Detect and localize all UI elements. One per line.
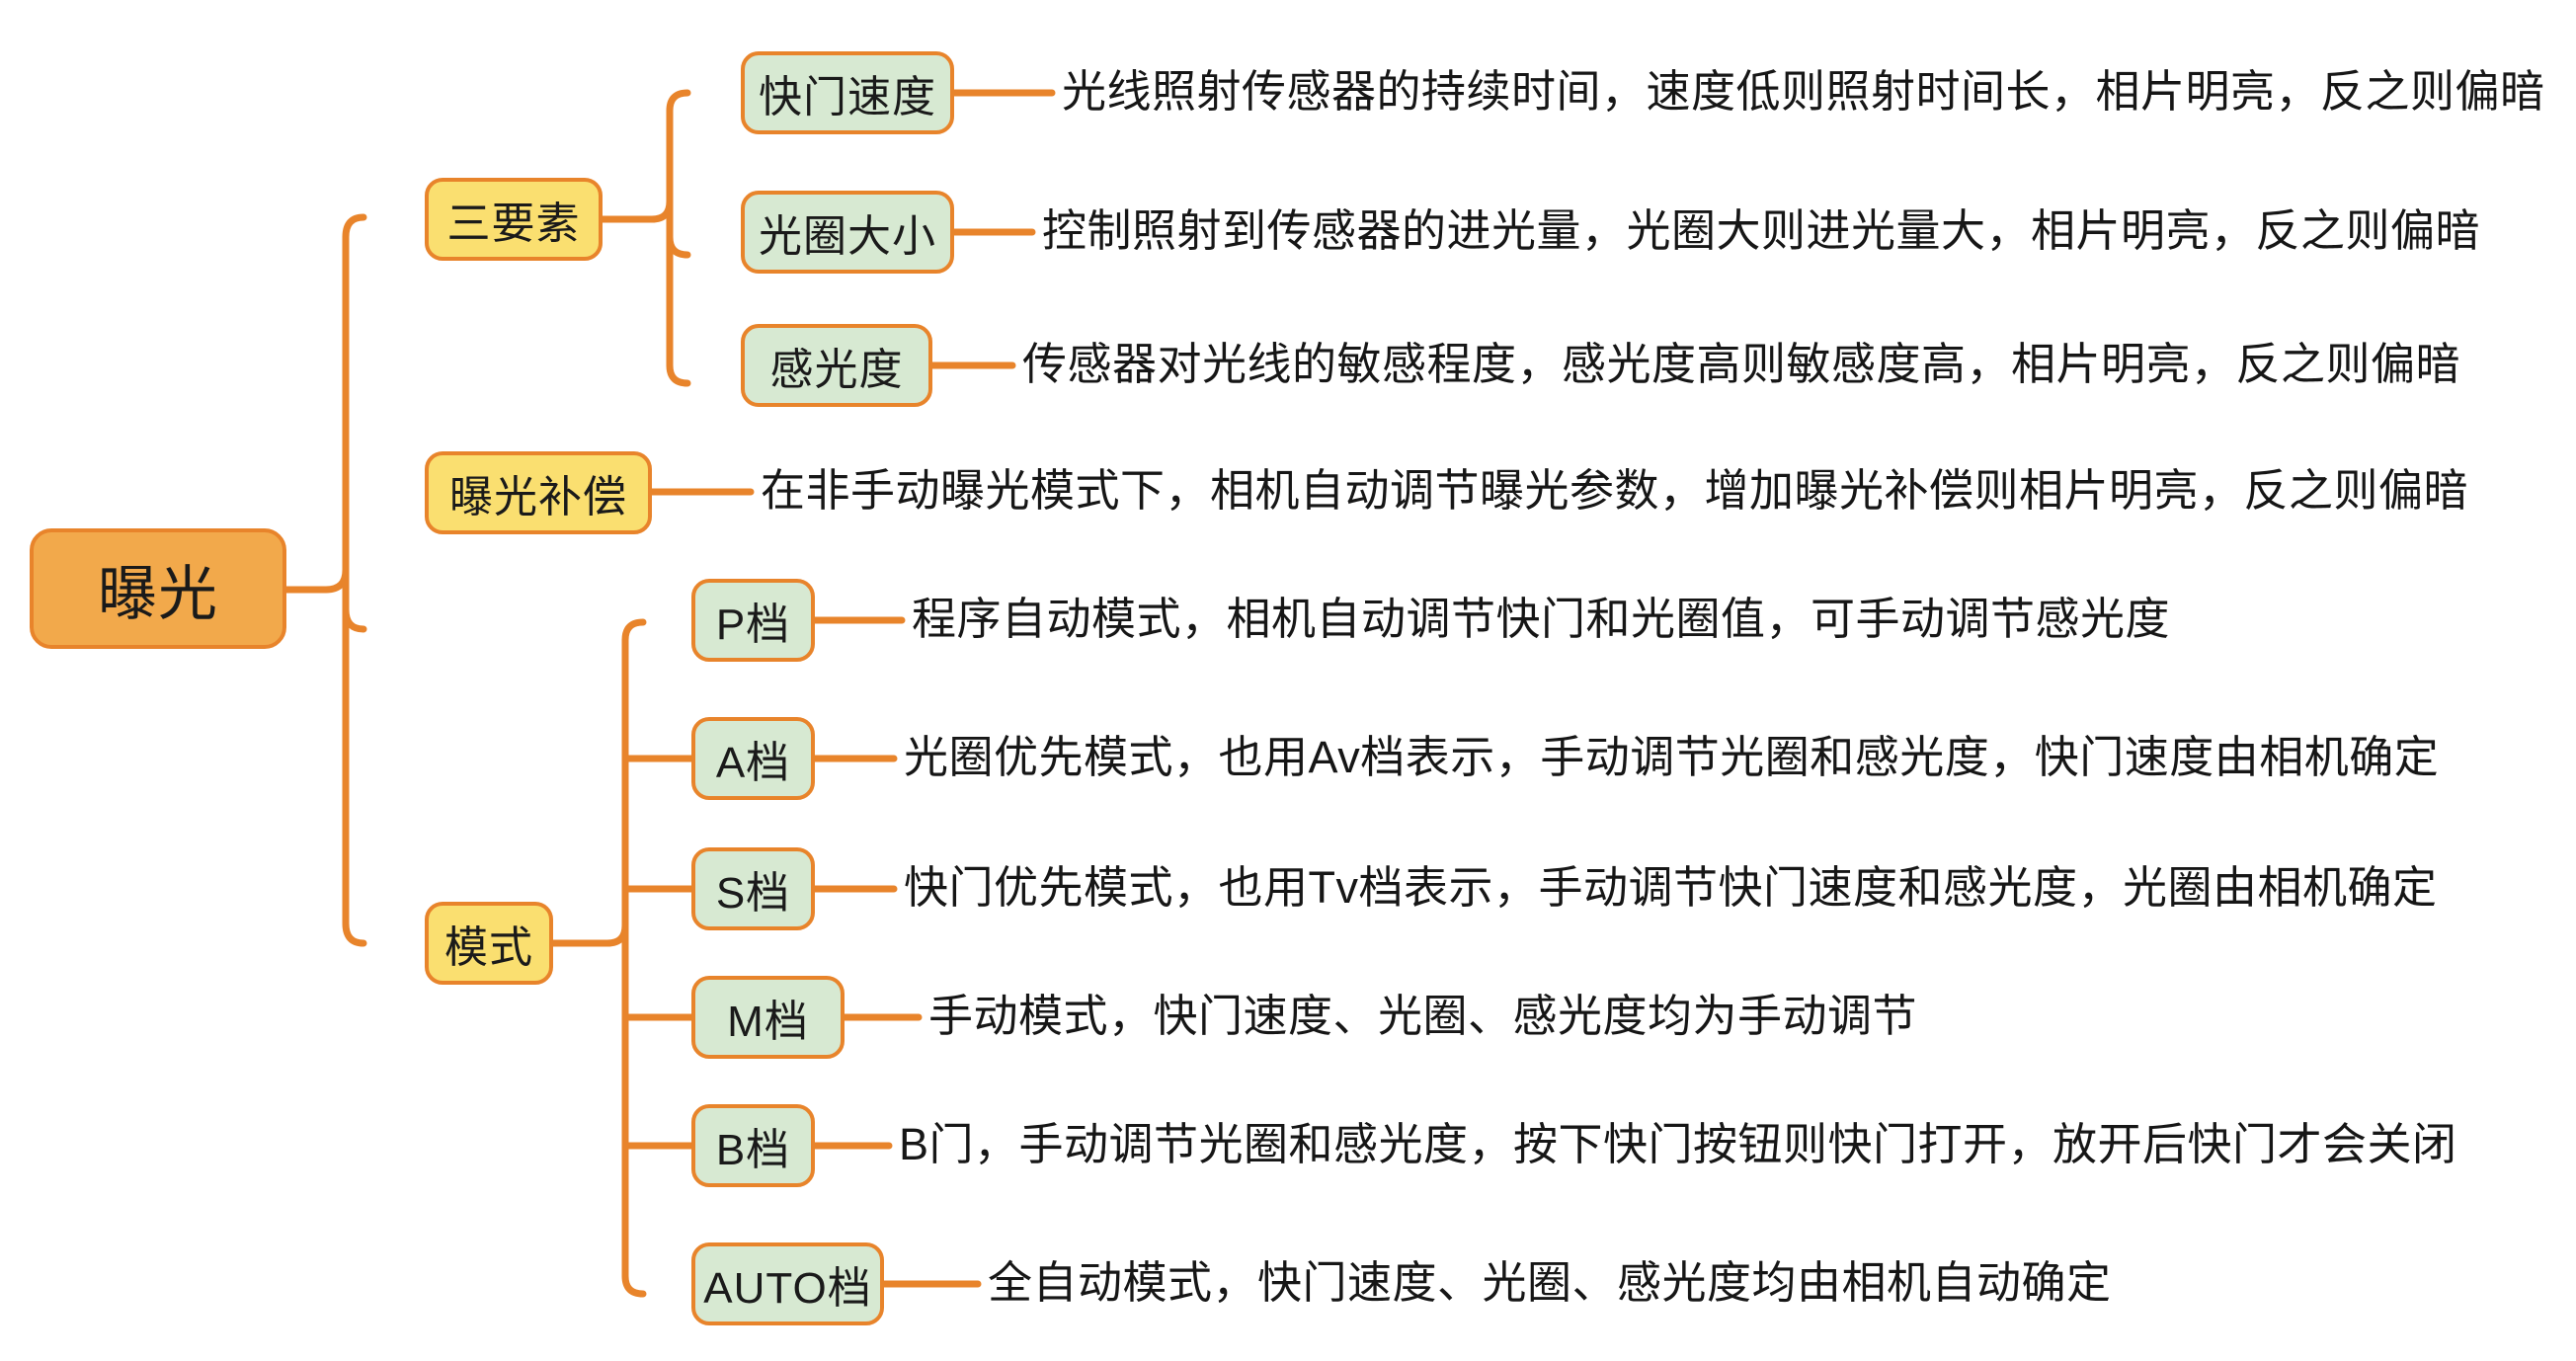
leaf-node-label: S档 — [715, 869, 791, 918]
branch-node-three-elements[interactable]: 三要素 — [425, 178, 603, 261]
leaf-node-mode-s[interactable]: S档 — [691, 847, 815, 930]
description-iso: 传感器对光线的敏感程度，感光度高则敏感度高，相片明亮，反之则偏暗 — [1022, 339, 2461, 389]
leaf-node-mode-a[interactable]: A档 — [691, 717, 815, 800]
description-mode-s: 快门优先模式，也用Tv档表示，手动调节快门速度和感光度，光圈由相机确定 — [904, 862, 2438, 913]
connector-root-brace — [282, 213, 367, 594]
connector-root-to-branch-2 — [342, 490, 367, 947]
leaf-node-label: A档 — [715, 739, 791, 787]
connector-branch1-child2 — [666, 198, 691, 259]
leaf-node-mode-m[interactable]: M档 — [691, 976, 845, 1059]
description-mode-auto: 全自动模式，快门速度、光圈、感光度均由相机自动确定 — [988, 1257, 2112, 1308]
connector-branch1-child3 — [666, 154, 691, 387]
description-mode-m: 手动模式，快门速度、光圈、感光度均为手动调节 — [928, 991, 1918, 1041]
leaf-node-label: P档 — [715, 600, 791, 649]
root-node-label: 曝光 — [98, 560, 218, 627]
leaf-node-iso[interactable]: 感光度 — [741, 324, 932, 407]
connector-branch3-out — [549, 618, 647, 947]
description-aperture: 控制照射到传感器的进光量，光圈大则进光量大，相片明亮，反之则偏暗 — [1042, 205, 2481, 256]
description-mode-a: 光圈优先模式，也用Av档表示，手动调节光圈和感光度，快门速度由相机确定 — [904, 732, 2440, 782]
description-mode-b: B门，手动调节光圈和感光度，按下快门按钮则快门打开，放开后快门才会关闭 — [899, 1119, 2457, 1169]
description-exposure-compensation: 在非手动曝光模式下，相机自动调节曝光参数，增加曝光补偿则相片明亮，反之则偏暗 — [761, 465, 2469, 516]
leaf-node-label: 光圈大小 — [759, 212, 936, 261]
branch-node-modes[interactable]: 模式 — [425, 902, 553, 985]
branch-node-label: 曝光补偿 — [449, 473, 627, 521]
leaf-node-label: 快门速度 — [759, 73, 936, 121]
root-node-exposure[interactable]: 曝光 — [30, 528, 286, 649]
branch-node-label: 三要素 — [446, 200, 581, 248]
leaf-node-aperture[interactable]: 光圈大小 — [741, 191, 954, 274]
description-mode-p: 程序自动模式，相机自动调节快门和光圈值，可手动调节感光度 — [912, 594, 2171, 644]
description-shutter-speed: 光线照射传感器的持续时间，速度低则照射时间长，相片明亮，反之则偏暗 — [1062, 66, 2545, 117]
leaf-node-mode-b[interactable]: B档 — [691, 1104, 815, 1187]
connector-branch1-out — [599, 89, 691, 223]
leaf-node-mode-auto[interactable]: AUTO档 — [691, 1242, 884, 1325]
connector-root-to-branch-1 — [342, 566, 367, 633]
branch-node-label: 模式 — [444, 923, 533, 972]
leaf-node-label: B档 — [715, 1126, 791, 1174]
leaf-node-mode-p[interactable]: P档 — [691, 579, 815, 662]
leaf-node-label: AUTO档 — [703, 1264, 872, 1313]
leaf-node-shutter-speed[interactable]: 快门速度 — [741, 51, 954, 134]
leaf-node-label: M档 — [727, 998, 809, 1046]
connector-branch3-lower — [621, 921, 647, 1298]
leaf-node-label: 感光度 — [769, 346, 904, 394]
branch-node-exposure-compensation[interactable]: 曝光补偿 — [425, 451, 652, 534]
